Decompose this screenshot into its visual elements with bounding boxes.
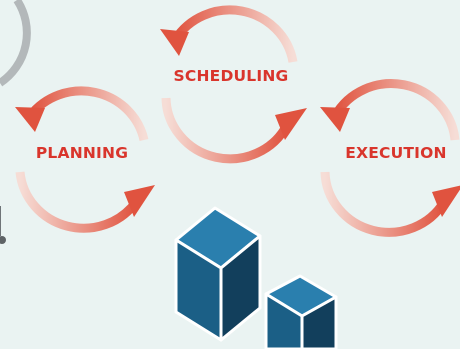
big-cube-side bbox=[219, 234, 262, 342]
small-cube-side bbox=[300, 295, 338, 349]
small-cube-front bbox=[264, 292, 304, 349]
scheduling-cycle-icon bbox=[160, 5, 307, 164]
left-edge-dot bbox=[0, 236, 6, 244]
stage-label-execution: EXECUTION bbox=[345, 144, 447, 162]
execution-cycle-icon bbox=[320, 79, 460, 237]
stage-label-scheduling: SCHEDULING bbox=[173, 67, 289, 85]
cubes-icon bbox=[174, 206, 338, 349]
stage-label-planning: PLANNING bbox=[35, 144, 129, 162]
planning-cycle-icon bbox=[15, 86, 155, 233]
decorative-ring bbox=[0, 0, 31, 87]
